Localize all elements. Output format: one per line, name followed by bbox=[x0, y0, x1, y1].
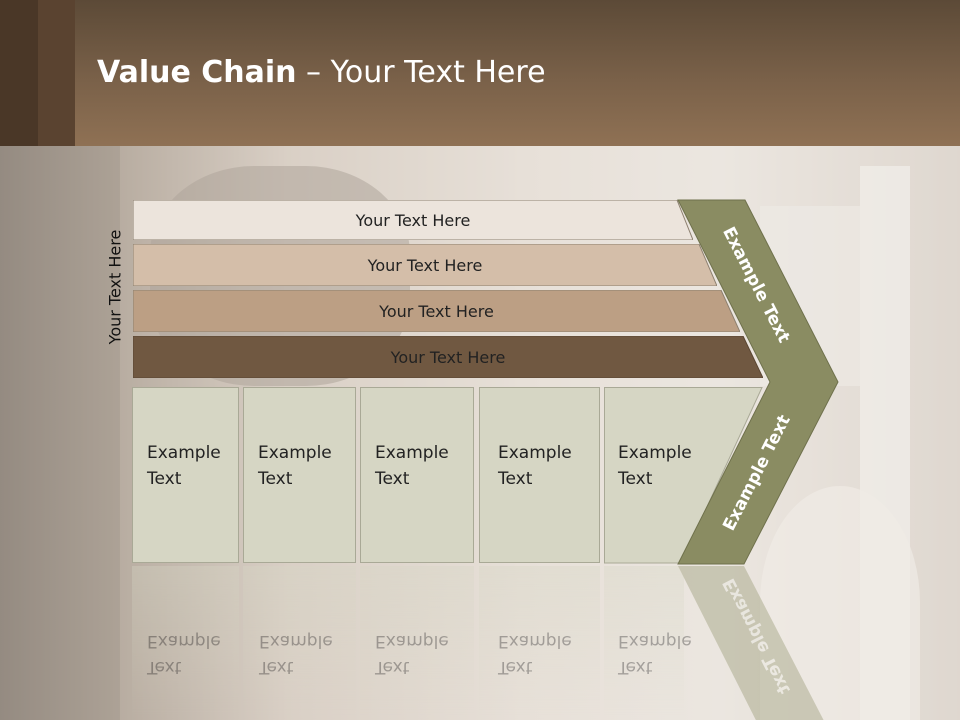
bar-3: Your Text Here bbox=[133, 290, 740, 332]
reflection-box-4-line1: Example bbox=[498, 631, 572, 651]
box-3-line1: Example bbox=[375, 443, 449, 463]
reflection-box-3-line2: Text bbox=[375, 657, 410, 677]
reflection-box-2-line2: Text bbox=[259, 657, 294, 677]
slide-title: Value Chain – Your Text Here bbox=[97, 55, 546, 90]
bar-1-shape bbox=[133, 200, 693, 240]
slide-title-rest: – Your Text Here bbox=[296, 55, 546, 90]
box-5-line1: Example bbox=[618, 443, 692, 463]
reflection-box-1-line1: Example bbox=[147, 631, 221, 651]
reflection: Text Example Text Example Text Example Text… bbox=[0, 566, 960, 720]
bar-2-shape bbox=[133, 244, 717, 286]
bar-1-label: Your Text Here bbox=[355, 210, 471, 230]
bar-4-label: Your Text Here bbox=[390, 347, 506, 367]
reflection-box-4-line2: Text bbox=[498, 657, 533, 677]
bar-2-label: Your Text Here bbox=[367, 255, 483, 275]
box-2: Example Text bbox=[243, 387, 356, 563]
title-band-accent bbox=[0, 0, 38, 146]
reflection-box-5-line1: Example bbox=[618, 631, 692, 651]
reflection-box-2-line1: Example bbox=[259, 631, 333, 651]
box-1: Example Text bbox=[132, 387, 239, 563]
bar-3-shape bbox=[133, 290, 740, 332]
bar-3-label: Your Text Here bbox=[379, 301, 494, 321]
box-3-line2: Text bbox=[375, 469, 410, 489]
box-2-line2: Text bbox=[258, 469, 293, 489]
box-1-line1: Example bbox=[147, 443, 221, 463]
box-4-line1: Example bbox=[498, 443, 572, 463]
box-4: Example Text bbox=[479, 387, 600, 563]
bar-1: Your Text Here bbox=[133, 200, 693, 240]
title-band bbox=[0, 0, 960, 146]
reflection-box-5-line2: Text bbox=[618, 657, 653, 677]
title-band-accent bbox=[38, 0, 75, 146]
box-5-line2: Text bbox=[618, 469, 653, 489]
box-3: Example Text bbox=[360, 387, 474, 563]
box-4-line2: Text bbox=[498, 469, 533, 489]
bar-4: Your Text Here bbox=[133, 336, 763, 378]
slide-title-bold: Value Chain bbox=[97, 55, 297, 90]
reflection-box-3-line1: Example bbox=[375, 631, 449, 651]
reflection-box-1-line2: Text bbox=[147, 657, 182, 677]
box-2-line1: Example bbox=[258, 443, 332, 463]
bar-4-shape bbox=[133, 336, 763, 378]
box-1-line2: Text bbox=[147, 469, 182, 489]
box-5: Example Text bbox=[618, 440, 692, 492]
bar-2: Your Text Here bbox=[133, 244, 717, 286]
